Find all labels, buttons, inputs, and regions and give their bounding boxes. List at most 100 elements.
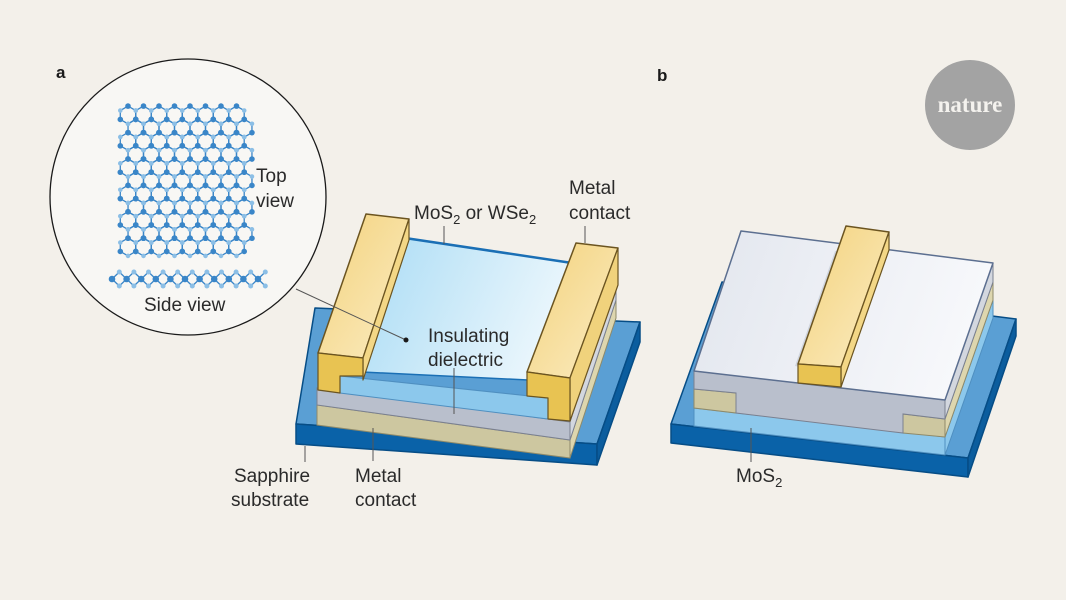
lattice-atom	[241, 116, 248, 123]
lattice-atom	[171, 156, 178, 162]
side-atom-metal	[181, 275, 189, 283]
lattice-atom	[172, 121, 177, 127]
lattice-atom	[163, 195, 170, 202]
lattice-atom	[172, 200, 177, 206]
lattice-atom	[195, 161, 201, 166]
side-atom-top	[175, 269, 181, 275]
lattice-atom	[202, 103, 209, 109]
side-atom-bottom	[233, 283, 239, 289]
side-atom-top	[262, 269, 268, 275]
lattice-atom	[148, 222, 155, 228]
lattice-atom	[117, 187, 123, 193]
lattice-atom	[233, 208, 240, 215]
lattice-atom	[241, 213, 247, 219]
lattice-atom	[171, 129, 178, 136]
lattice-atom	[117, 240, 123, 245]
lattice-atom	[179, 142, 186, 149]
side-atom-top	[204, 269, 210, 275]
lattice-atom	[225, 142, 232, 149]
b-gold-gate-front	[797, 363, 842, 388]
lattice-atom	[172, 147, 177, 153]
lattice-atom	[218, 129, 224, 136]
side-atom-bottom	[189, 283, 195, 289]
lattice-atom	[163, 142, 170, 149]
lattice-atom	[133, 108, 139, 113]
top-view-label-line2: view	[256, 191, 294, 212]
lattice-atom	[179, 116, 186, 123]
lattice-atom	[187, 156, 193, 162]
sapphire-substrate-side	[596, 321, 641, 466]
lattice-atom	[234, 200, 239, 206]
lattice-atom	[195, 187, 201, 193]
side-atom-bottom	[146, 283, 151, 289]
lattice-atom	[218, 227, 224, 232]
lattice-atom	[187, 182, 193, 189]
lattice-atom	[187, 103, 193, 109]
lattice-atom	[187, 174, 193, 179]
lattice-atom	[187, 235, 193, 241]
side-atom-metal	[108, 275, 116, 283]
lattice-atom	[156, 253, 162, 259]
lattice-atom	[156, 208, 162, 215]
lattice-atom	[148, 240, 154, 245]
channel-label-mos: MoS	[414, 203, 453, 224]
lattice-atom	[187, 253, 193, 259]
lattice-atom	[148, 161, 154, 166]
lattice-atom	[226, 213, 232, 219]
lattice-atom	[225, 222, 232, 228]
b-mos2-label-sub: 2	[775, 475, 782, 490]
lattice-atom	[218, 147, 224, 153]
lattice-atom	[164, 161, 170, 166]
lattice-atom	[241, 248, 248, 255]
lattice-atom	[195, 213, 201, 219]
channel-top-edge	[404, 236, 573, 265]
lattice-atom	[179, 213, 185, 219]
lattice-atom	[241, 134, 247, 140]
side-atom-top	[131, 269, 137, 275]
b-sapphire-side	[967, 318, 1017, 478]
lattice-atom	[225, 248, 232, 255]
inset-leader	[295, 288, 407, 341]
logo-circle	[925, 60, 1015, 150]
lattice-atom	[187, 147, 193, 153]
lattice-atom	[187, 227, 193, 232]
side-atom-bottom	[204, 283, 210, 289]
lattice-atom	[249, 121, 255, 127]
side-atom-metal	[137, 275, 145, 283]
lattice-atom	[225, 169, 232, 175]
lattice-atom	[117, 143, 124, 149]
lattice-atom	[233, 129, 240, 136]
lattice-atom	[156, 174, 162, 179]
lattice-atom	[140, 156, 147, 162]
lattice-atom	[241, 240, 247, 245]
lattice-atom	[148, 142, 155, 149]
lattice-atom	[202, 156, 209, 162]
lattice-atom	[203, 200, 208, 206]
lattice-atom	[148, 195, 155, 202]
lattice-atom	[249, 156, 255, 162]
lattice-atom	[140, 182, 147, 189]
lattice-atom	[125, 182, 131, 189]
lattice-atom	[218, 156, 224, 162]
lattice-atom	[187, 208, 193, 215]
lattice-atom	[132, 248, 139, 255]
lattice-atom	[226, 240, 232, 245]
lattice-atom	[210, 240, 216, 245]
side-atom-top	[233, 269, 239, 275]
lattice-atom	[133, 213, 139, 219]
lattice-atom	[218, 182, 224, 189]
substrate-label-line2: substrate	[231, 490, 309, 511]
lattice-atom	[117, 248, 124, 255]
panel-b-device	[670, 225, 1017, 478]
lattice-atom	[210, 213, 216, 219]
top-view-lattice	[117, 103, 255, 259]
right-gold-contact-front	[526, 371, 571, 422]
side-atom-bottom	[262, 283, 268, 289]
side-view-lattice	[108, 269, 268, 289]
lattice-atom	[249, 174, 255, 179]
lattice-atom	[249, 147, 255, 153]
lattice-atom	[218, 208, 224, 215]
lattice-atom	[125, 147, 131, 153]
lattice-atom	[187, 129, 193, 136]
